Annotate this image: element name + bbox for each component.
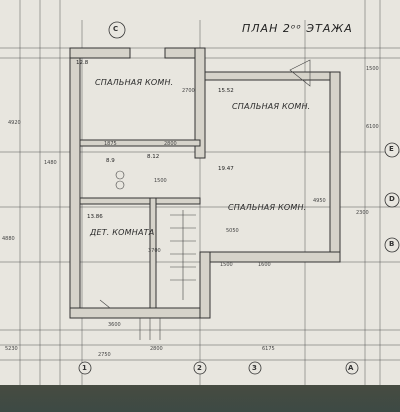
dim-mid-h2: 2800 bbox=[164, 141, 177, 147]
area-ne: 15.52 bbox=[218, 88, 234, 94]
dim-right-mid: 6100 bbox=[366, 124, 379, 130]
area-bath: 8.9 bbox=[106, 158, 115, 164]
plan-title: ПЛАН 2ᵒᵒ ЭТАЖА bbox=[242, 22, 353, 35]
axis-label-top: C bbox=[113, 25, 119, 33]
axis-label-right-b: B bbox=[389, 240, 395, 248]
axis-label-bottom-3: 3 bbox=[252, 364, 257, 372]
dim-v2: 4950 bbox=[313, 198, 326, 204]
room-label-bedroom-se: СПАЛЬНАЯ КОМН. bbox=[228, 203, 307, 212]
area-hall: 8.12 bbox=[147, 154, 160, 160]
dim-left-v1: 4920 bbox=[8, 120, 21, 126]
dim-mid-h3: 1500 bbox=[154, 178, 167, 184]
dim-bottom-mid: 2750 bbox=[98, 352, 111, 358]
room-label-children: ДЕТ. КОМНАТА bbox=[90, 228, 155, 237]
area-se: 19.47 bbox=[218, 166, 234, 172]
room-label-bedroom-nw: СПАЛЬНАЯ КОМН. bbox=[95, 78, 174, 87]
dim-bottom-mid2: 2800 bbox=[150, 346, 163, 352]
dim-bottom-right: 6175 bbox=[262, 346, 275, 352]
dim-right-top: 1500 bbox=[366, 66, 379, 72]
area-nw: 12.8 bbox=[76, 60, 89, 66]
dim-bottom-left: 5230 bbox=[5, 346, 18, 352]
dim-v1: 2700 bbox=[182, 88, 195, 94]
axis-label-bottom-1: 1 bbox=[82, 364, 87, 372]
area-children: 13.86 bbox=[87, 214, 103, 220]
dim-left-v3: 1480 bbox=[44, 160, 57, 166]
axis-label-right-e: E bbox=[389, 145, 394, 153]
dim-right-low: 2300 bbox=[356, 210, 369, 216]
room-label-bedroom-ne: СПАЛЬНАЯ КОМН. bbox=[232, 102, 311, 111]
axis-label-bottom-2: 2 bbox=[197, 364, 202, 372]
dim-low-h1: 1500 bbox=[220, 262, 233, 268]
dim-mid-h1: 1875 bbox=[104, 141, 117, 147]
dim-v3: 3700 bbox=[148, 248, 161, 254]
axis-label-right-d: D bbox=[389, 195, 395, 203]
dim-low-h2: 1600 bbox=[258, 262, 271, 268]
dim-mid-h4: 5050 bbox=[226, 228, 239, 234]
dim-low-h3: 3600 bbox=[108, 322, 121, 328]
axis-label-bottom-a: A bbox=[348, 364, 354, 372]
dim-left-v2: 4880 bbox=[2, 236, 15, 242]
